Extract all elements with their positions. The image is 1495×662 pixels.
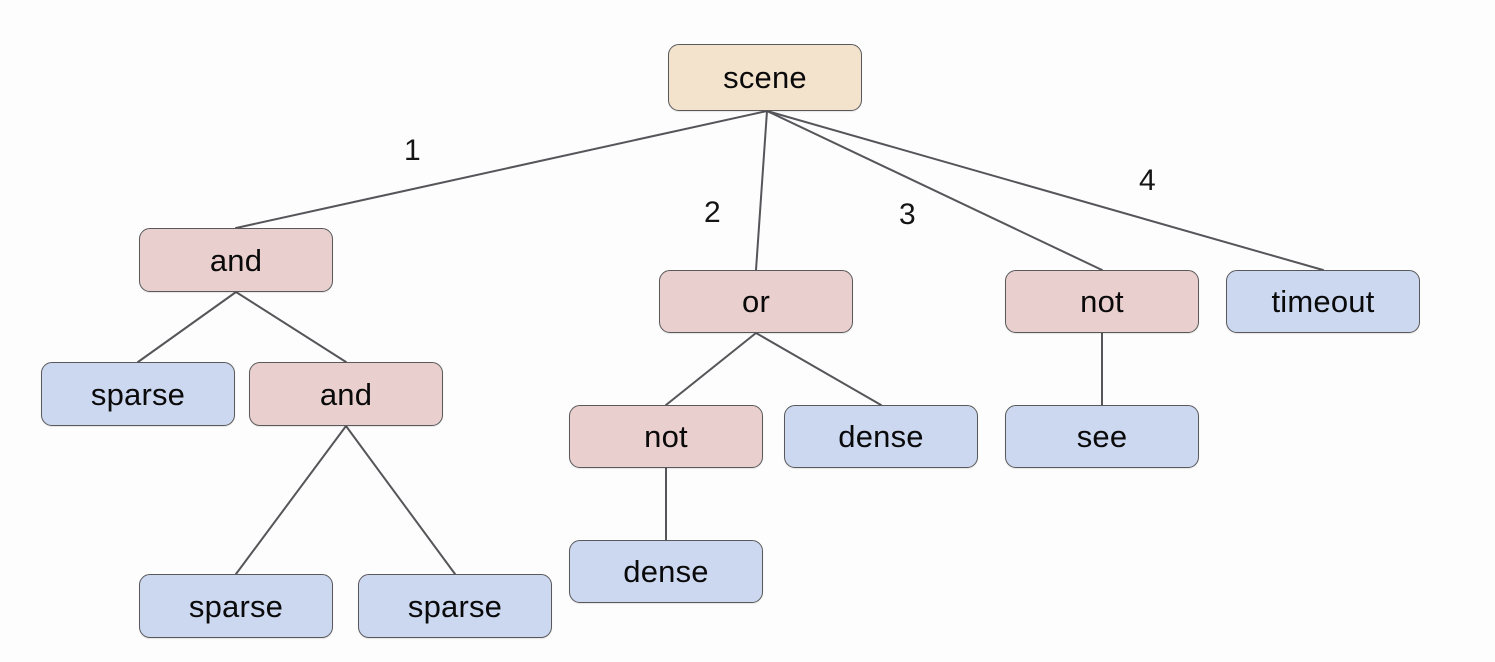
tree-node-label: and bbox=[209, 242, 263, 278]
tree-node-label: dense bbox=[623, 554, 709, 589]
tree-node-sparse3[interactable]: sparse bbox=[358, 574, 552, 638]
edge-index-label-3: 3 bbox=[899, 198, 916, 231]
tree-node-label: sparse bbox=[188, 588, 284, 624]
tree-node-sparse2[interactable]: sparse bbox=[139, 574, 333, 638]
edge-index-label-4: 4 bbox=[1139, 164, 1156, 197]
tree-node-label: timeout bbox=[1271, 284, 1375, 319]
tree-node-label: or bbox=[742, 284, 770, 319]
tree-node-label: sparse bbox=[90, 376, 186, 412]
tree-edge-scene-to-not_r bbox=[766, 110, 1103, 271]
tree-edge-scene-to-timeout bbox=[766, 110, 1324, 271]
edge-index-label-2: 2 bbox=[704, 196, 721, 229]
tree-node-label: not bbox=[644, 419, 688, 454]
tree-edge-or1-to-dense1 bbox=[755, 332, 882, 406]
tree-edge-or1-to-not_m bbox=[665, 332, 757, 406]
tree-edge-and1-to-sparse1 bbox=[137, 291, 237, 363]
tree-node-or1[interactable]: or bbox=[659, 270, 853, 333]
edge-index-label-1: 1 bbox=[404, 134, 421, 167]
tree-node-label: scene bbox=[723, 60, 807, 95]
tree-node-see[interactable]: see bbox=[1005, 405, 1199, 468]
tree-edge-scene-to-and1 bbox=[235, 110, 768, 229]
tree-node-not_m[interactable]: not bbox=[569, 405, 763, 468]
tree-node-label: sparse bbox=[407, 588, 503, 624]
tree-node-label: see bbox=[1076, 419, 1128, 454]
tree-node-label: and bbox=[319, 376, 373, 412]
tree-node-dense1[interactable]: dense bbox=[784, 405, 978, 468]
tree-node-label: dense bbox=[838, 419, 924, 454]
tree-node-sparse1[interactable]: sparse bbox=[41, 362, 235, 426]
tree-node-not_r[interactable]: not bbox=[1005, 270, 1199, 333]
tree-node-scene[interactable]: scene bbox=[668, 44, 862, 111]
tree-edge-and2-to-sparse2 bbox=[235, 425, 347, 575]
tree-node-timeout[interactable]: timeout bbox=[1226, 270, 1420, 333]
tree-edge-and1-to-and2 bbox=[235, 291, 347, 363]
tree-edge-and2-to-sparse3 bbox=[345, 425, 456, 575]
tree-node-and2[interactable]: and bbox=[249, 362, 443, 426]
tree-edge-scene-to-or1 bbox=[755, 110, 768, 271]
tree-node-and1[interactable]: and bbox=[139, 228, 333, 292]
tree-node-dense2[interactable]: dense bbox=[569, 540, 763, 603]
tree-node-label: not bbox=[1080, 284, 1124, 319]
